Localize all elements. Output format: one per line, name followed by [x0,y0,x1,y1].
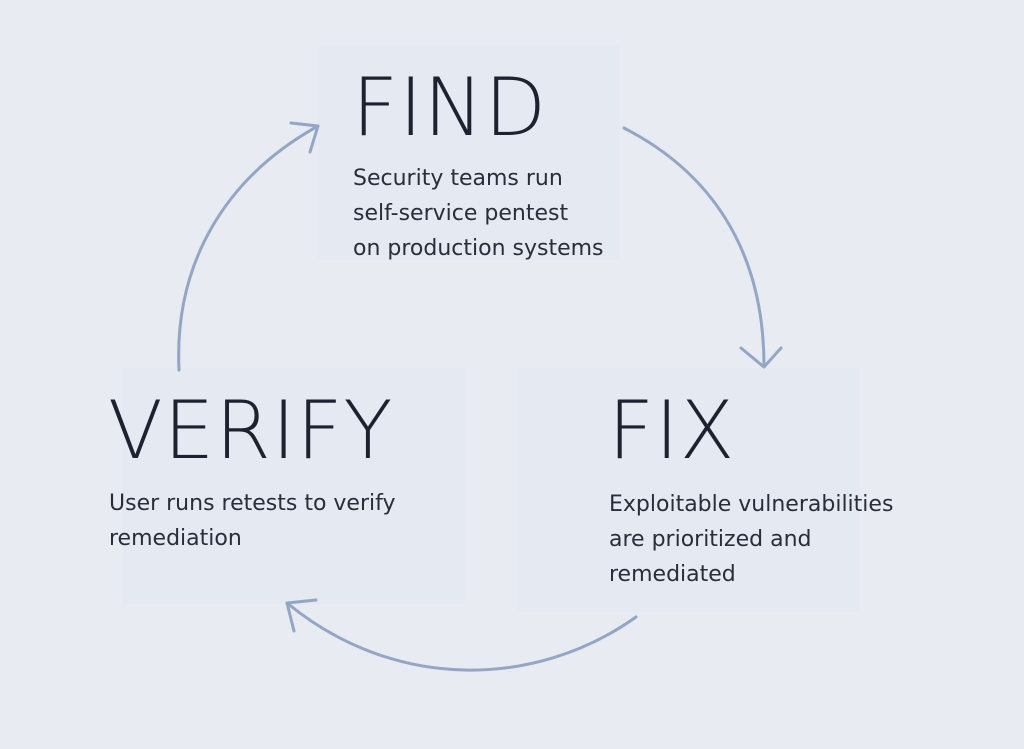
verify-description-line: User runs retests to verify [109,491,396,516]
fix-description: Exploitable vulnerabilities are prioriti… [609,487,893,592]
fix-heading: FIX [608,384,736,477]
verify-to-find-arrowhead [289,121,320,154]
verify-description-line: remediation [109,526,242,551]
find-description-line: on production systems [353,236,604,261]
find-description-line: Security teams run [353,166,563,191]
verify-description: User runs retests to verify remediation [109,486,396,556]
fix-to-verify-arrowhead [285,598,318,633]
fix-panel [518,368,860,612]
verify-to-find-arrow [177,124,320,372]
find-to-fix-arrow [622,126,766,368]
fix-description-line: Exploitable vulnerabilities [609,492,894,517]
fix-description-line: remediated [609,562,736,587]
find-description: Security teams run self-service pentest … [353,161,604,266]
find-heading: FIND [352,61,548,154]
fix-to-verify-arrow [285,601,638,672]
find-description-line: self-service pentest [353,201,569,226]
verify-heading: VERIFY [108,384,394,477]
find-to-fix-arrowhead [739,346,783,369]
verify-panel [122,368,465,604]
fix-description-line: are prioritized and [609,527,812,552]
find-panel [318,46,620,260]
